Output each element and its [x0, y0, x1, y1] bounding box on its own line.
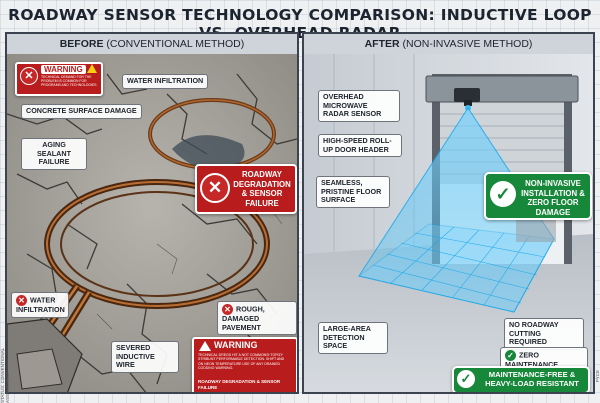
- x-small-icon-2: ✕: [222, 304, 233, 315]
- label-no-cutting: NO ROADWAY CUTTING REQUIRED: [504, 318, 584, 350]
- after-illustration: OVERHEAD MICROWAVE RADAR SENSOR HIGH-SPE…: [304, 54, 593, 392]
- x-circle-icon: ✕: [200, 173, 230, 203]
- label-aging-sealant: AGING SEALANT FAILURE: [21, 138, 87, 170]
- before-header-bold: BEFORE: [59, 38, 104, 50]
- label-water-infiltration-left: ✕WATER INFILTRATION: [11, 292, 69, 318]
- water-infiltration-left-text: WATER INFILTRATION: [16, 295, 65, 314]
- big-warning-box: WARNING TECHNICAL DREGS HIT A NOT COMMON…: [192, 337, 297, 392]
- check-circle-icon-2: ✓: [457, 370, 475, 388]
- side-text-left: STATUS: CONVENTIONAL ASSESSMENT: [0, 348, 10, 403]
- door-header: [425, 75, 579, 103]
- after-header: AFTER (NON-INVASIVE METHOD): [304, 34, 593, 55]
- radar-beam: [359, 108, 554, 312]
- label-floor-surface: SEAMLESS, PRISTINE FLOOR SURFACE: [316, 176, 390, 208]
- install-box: ✓ NON-INVASIVE INSTALLATION & ZERO FLOOR…: [484, 172, 592, 220]
- big-warning-title: WARNING: [214, 340, 258, 350]
- radar-sensor-body: [454, 88, 480, 102]
- after-header-rest: (NON-INVASIVE METHOD): [399, 38, 533, 50]
- label-radar-sensor: OVERHEAD MICROWAVE RADAR SENSOR: [318, 90, 400, 122]
- after-header-bold: AFTER: [364, 38, 400, 50]
- big-warning-text: TECHNICAL DREGS HIT A NOT COMMONS! TOPIZ…: [198, 353, 285, 370]
- small-warning-text: TECHNICAL DEMAND FOR THE PROBLEM IS COMM…: [41, 75, 97, 88]
- side-text-right: PYCE: [595, 370, 600, 383]
- after-panel: AFTER (NON-INVASIVE METHOD): [302, 32, 595, 394]
- degradation-text: ROADWAY DEGRADATION & SENSOR FAILURE: [233, 170, 291, 208]
- check-small-icon: ✓: [505, 350, 516, 361]
- label-detection-space: LARGE-AREA DETECTION SPACE: [318, 322, 388, 354]
- label-severed-wire: SEVERED INDUCTIVE WIRE: [111, 341, 179, 373]
- label-door-header: HIGH-SPEED ROLL-UP DOOR HEADER: [318, 134, 402, 157]
- bottom-box: ✓ MAINTENANCE-FREE & HEAVY-LOAD RESISTAN…: [452, 366, 590, 392]
- small-warning-title: WARNING: [41, 65, 86, 74]
- warning-triangle-icon: [87, 64, 97, 73]
- water-puddle: [172, 135, 245, 170]
- install-text: NON-INVASIVE INSTALLATION & ZERO FLOOR D…: [521, 179, 585, 217]
- label-rough-pavement: ✕ROUGH, DAMAGED PAVEMENT: [217, 301, 297, 335]
- warning-icon: [199, 341, 211, 351]
- before-panel: BEFORE (CONVENTIONAL METHOD): [5, 32, 299, 394]
- x-icon: ✕: [20, 67, 38, 85]
- big-warning-footer: ROADWAY DEGRADATION & SENSOR FAILURE: [198, 379, 281, 390]
- degradation-box: ✕ ROADWAY DEGRADATION & SENSOR FAILURE: [195, 164, 297, 214]
- label-water-infiltration-top: WATER INFILTRATION: [122, 74, 209, 89]
- bottom-box-text: MAINTENANCE-FREE & HEAVY-LOAD RESISTANT: [485, 370, 579, 389]
- check-circle-icon: ✓: [490, 181, 516, 207]
- small-warning-box: ✕ WARNING TECHNICAL DEMAND FOR THE PROBL…: [15, 62, 103, 96]
- rough-pavement-text: ROUGH, DAMAGED PAVEMENT: [222, 304, 265, 332]
- label-concrete-damage: CONCRETE SURFACE DAMAGE: [21, 104, 142, 119]
- before-illustration: ✕ WARNING TECHNICAL DEMAND FOR THE PROBL…: [7, 54, 297, 392]
- x-small-icon: ✕: [16, 295, 27, 306]
- before-header-rest: (CONVENTIONAL METHOD): [103, 38, 245, 50]
- before-header: BEFORE (CONVENTIONAL METHOD): [7, 34, 297, 55]
- detection-grid: [372, 226, 546, 306]
- cracked-pavement-illustration: [7, 54, 297, 392]
